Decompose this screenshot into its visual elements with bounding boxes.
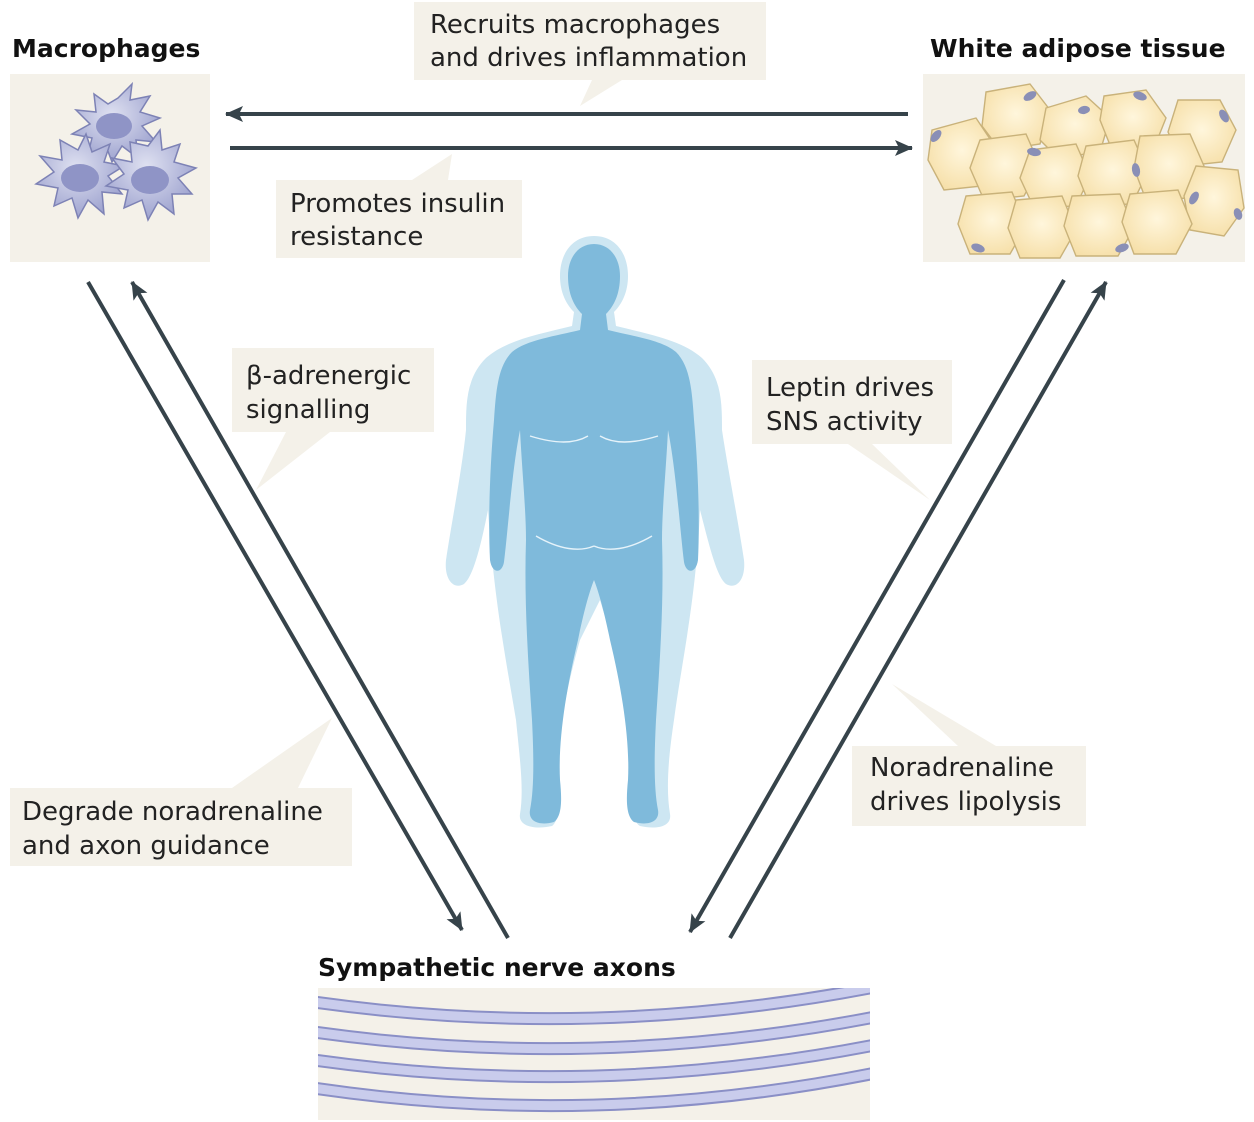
callout-lipolysis-line2: drives lipolysis [870, 787, 1061, 817]
nerve-axon-bundle [318, 988, 870, 1113]
callout-insulin-resistance: Promotes insulin resistance [276, 154, 522, 258]
callout-degrade-line1: Degrade noradrenaline [22, 797, 323, 827]
callout-insulin-line1: Promotes insulin [290, 189, 505, 219]
callout-leptin-line2: SNS activity [766, 407, 923, 437]
macrophage-cells-illustration [34, 81, 198, 222]
callout-noradrenaline-lipolysis: Noradrenaline drives lipolysis [852, 684, 1086, 826]
adipocyte-cell [957, 191, 1027, 255]
arrow-adipose-to-nerves [688, 279, 1066, 933]
adipocyte-cell [1183, 165, 1245, 237]
callout-lipolysis-line1: Noradrenaline [870, 753, 1054, 783]
macrophage-cell [69, 81, 163, 164]
adipocyte-cell [1063, 193, 1135, 257]
adipocyte-nuclei [930, 91, 1243, 253]
adipocyte-cell [1121, 189, 1193, 255]
human-body-illustration [445, 236, 745, 828]
macrophages-title: Macrophages [12, 34, 200, 63]
callout-recruits-macrophages: Recruits macrophages and drives inflamma… [414, 2, 766, 106]
macrophage-cell [104, 128, 198, 222]
callout-beta-line1: β-adrenergic [246, 361, 411, 391]
callout-insulin-line2: resistance [290, 222, 423, 252]
white-adipose-tissue-node: White adipose tissue [923, 34, 1245, 262]
white-adipose-tissue-title: White adipose tissue [930, 34, 1226, 63]
callout-recruits-line2: and drives inflammation [430, 43, 747, 73]
arrow-nerves-to-adipose [728, 281, 1108, 939]
callout-beta-line2: signalling [246, 395, 370, 425]
callout-leptin-line1: Leptin drives [766, 373, 934, 403]
callout-degrade-line2: and axon guidance [22, 831, 270, 861]
adipocyte-cluster-illustration [927, 83, 1245, 259]
arrow-nerves-to-macrophages [130, 281, 510, 939]
callout-degrade-noradrenaline: Degrade noradrenaline and axon guidance [10, 718, 352, 866]
sympathetic-nerve-axons-node: Sympathetic nerve axons [318, 953, 870, 1120]
body-contour-lines [529, 435, 659, 550]
arrows [86, 106, 1108, 939]
macrophage-cell [34, 132, 126, 220]
callout-leptin: Leptin drives SNS activity [752, 360, 952, 500]
adipocyte-cell [1007, 195, 1077, 259]
callout-beta-adrenergic: β-adrenergic signalling [232, 348, 434, 490]
macrophages-node: Macrophages [10, 34, 210, 262]
arrow-macrophages-to-nerves [86, 281, 464, 931]
body-core-silhouette [489, 244, 699, 824]
sympathetic-nerve-axons-title: Sympathetic nerve axons [318, 953, 676, 982]
callout-recruits-line1: Recruits macrophages [430, 10, 720, 40]
